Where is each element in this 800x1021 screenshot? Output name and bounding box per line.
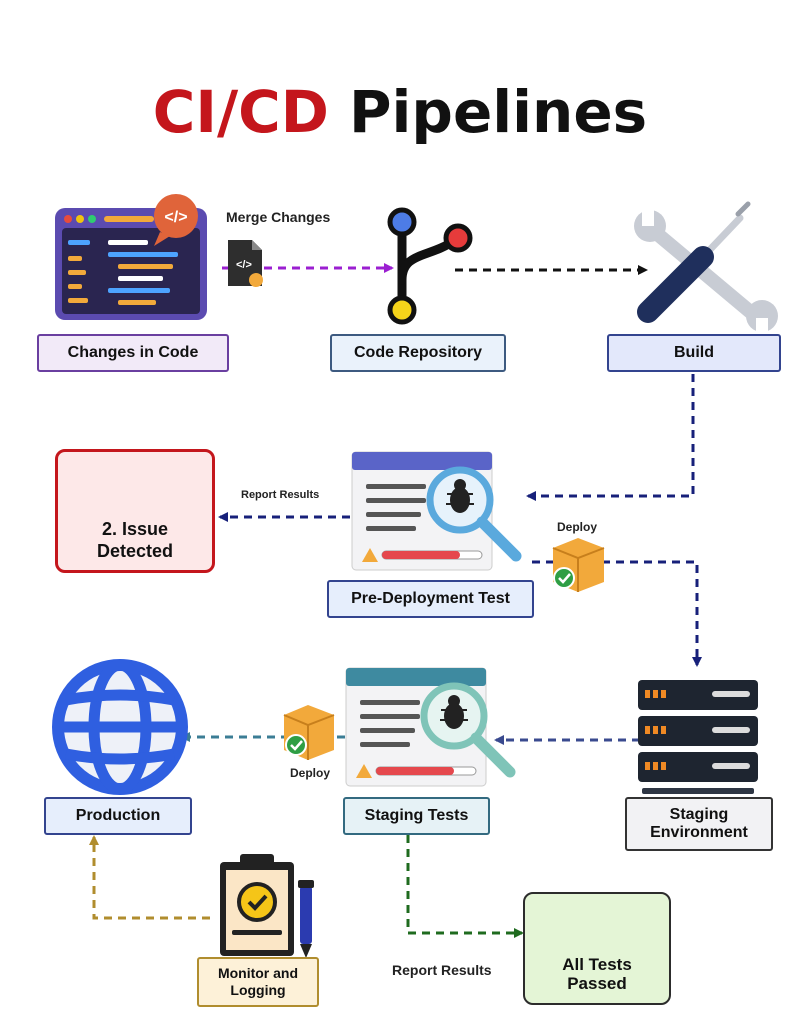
node-label: Pre-Deployment Test	[351, 590, 510, 607]
node-build: Build	[607, 334, 781, 372]
file-code-icon: </>	[228, 240, 263, 287]
code-editor-icon: </>	[55, 194, 207, 320]
node-staging-environment: Staging Environment	[625, 797, 773, 851]
svg-text:</>: </>	[236, 259, 252, 271]
globe-icon	[52, 659, 188, 795]
node-issue-detected: 2. Issue Detected	[55, 449, 215, 573]
git-branch-icon	[387, 207, 473, 325]
bug-report-icon-top	[351, 451, 522, 571]
svg-text:</>: </>	[164, 209, 187, 226]
title-part-1: CI/CD	[152, 78, 329, 146]
node-changes-in-code: Changes in Code	[37, 334, 229, 372]
title-part-2: Pipelines	[349, 78, 648, 146]
node-label: Staging Tests	[364, 807, 469, 824]
node-label: Code Repository	[353, 344, 482, 361]
node-monitor-logging: Monitor and Logging	[197, 957, 319, 1007]
clipboard-pen-icon	[220, 854, 314, 958]
edge-label-report-results-top: Report Results	[241, 489, 320, 501]
arrow-monitor-to-production	[89, 835, 210, 920]
node-production: Production	[44, 797, 192, 835]
edge-label-report-results-bottom: Report Results	[392, 962, 492, 978]
bug-report-icon-bottom	[345, 667, 516, 787]
page-title: CI/CD Pipelines	[0, 78, 800, 146]
node-label: Staging Environment	[650, 806, 748, 841]
wrench-screwdriver-icon	[634, 201, 778, 336]
node-code-repository: Code Repository	[330, 334, 506, 372]
node-label: 2. Issue Detected	[96, 519, 174, 561]
package-box-icon-top	[552, 538, 605, 592]
node-pre-deployment-test: Pre-Deployment Test	[327, 580, 534, 618]
package-box-icon-bottom	[283, 705, 335, 760]
server-rack-icon	[638, 680, 758, 794]
node-all-tests-passed: All Tests Passed	[523, 892, 671, 1005]
edge-label-merge-changes: Merge Changes	[226, 209, 331, 225]
node-label: Changes in Code	[67, 344, 199, 361]
node-label: Production	[75, 807, 161, 824]
arrow-build-to-pretest	[526, 374, 695, 501]
node-staging-tests: Staging Tests	[343, 797, 490, 835]
edge-label-deploy-top: Deploy	[557, 520, 598, 534]
arrow-tests-to-passed	[406, 835, 524, 938]
node-label: All Tests Passed	[562, 955, 632, 993]
node-label: Monitor and Logging	[217, 965, 299, 998]
edge-label-deploy-bottom: Deploy	[290, 766, 331, 780]
node-label: Build	[674, 344, 714, 361]
